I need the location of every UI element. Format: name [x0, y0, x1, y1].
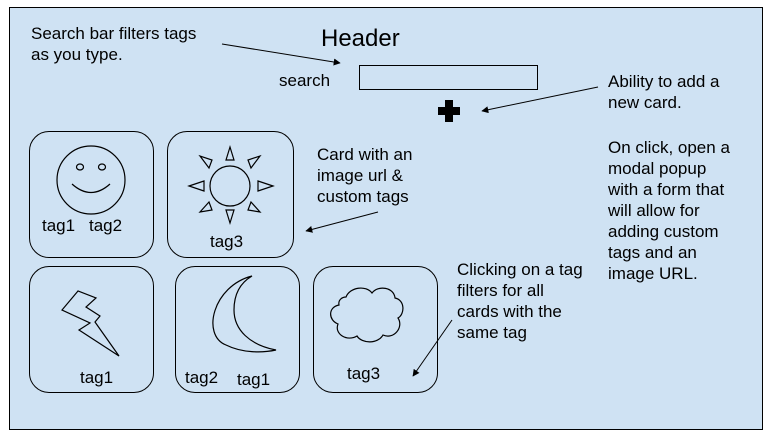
note-add-card-line1: Ability to add a — [608, 72, 720, 91]
note-card-desc-line1: Card with an — [317, 145, 413, 164]
note-tag-click-line3: cards with the — [457, 302, 562, 321]
card[interactable]: tag3 — [167, 131, 294, 258]
tag-label[interactable]: tag3 — [210, 232, 244, 251]
card[interactable]: tag3 — [313, 266, 438, 393]
note-modal-line5: adding custom — [608, 222, 719, 241]
arrow-to-card — [305, 211, 379, 233]
search-label: search — [279, 71, 331, 90]
tag-label[interactable]: tag1 — [42, 216, 76, 235]
smiley-face-icon — [56, 145, 126, 215]
note-modal-line7: image URL. — [608, 264, 698, 283]
plus-icon[interactable] — [438, 100, 460, 122]
arrow-to-search — [221, 43, 341, 66]
card[interactable]: tag1 — [29, 266, 154, 393]
card[interactable]: tag1 tag2 — [29, 131, 154, 258]
note-modal-line3: with a form that — [608, 180, 725, 199]
note-card-desc-line2: image url & — [317, 166, 403, 185]
search-input[interactable] — [359, 65, 538, 90]
note-tag-click-line4: same tag — [457, 323, 527, 342]
tag-label[interactable]: tag2 — [89, 216, 123, 235]
note-modal-line6: tags and an — [608, 243, 697, 262]
note-modal-line1: On click, open a — [608, 138, 730, 157]
note-tag-click-line1: Clicking on a tag — [457, 260, 583, 279]
note-add-card-line2: new card. — [608, 93, 682, 112]
arrow-to-add-button — [481, 86, 599, 114]
card[interactable]: tag2 tag1 — [175, 266, 300, 393]
lightning-bolt-icon — [61, 290, 120, 357]
tag-label[interactable]: tag2 — [185, 368, 219, 387]
note-search-filters-line2: as you type. — [31, 45, 123, 64]
tag-label[interactable]: tag3 — [347, 364, 381, 383]
note-tag-click-line2: filters for all — [457, 281, 544, 300]
note-search-filters-line1: Search bar filters tags — [31, 24, 197, 43]
note-card-desc-line3: custom tags — [317, 187, 409, 206]
arrow-to-tag — [412, 319, 453, 377]
tag-label[interactable]: tag1 — [237, 370, 271, 389]
cloud-icon — [330, 287, 404, 343]
crescent-moon-icon — [212, 275, 277, 353]
note-modal-line4: will allow for — [608, 201, 700, 220]
note-modal-line2: modal popup — [608, 159, 707, 178]
tag-label[interactable]: tag1 — [80, 368, 114, 387]
sun-icon — [187, 144, 275, 226]
page-header: Header — [321, 25, 400, 52]
